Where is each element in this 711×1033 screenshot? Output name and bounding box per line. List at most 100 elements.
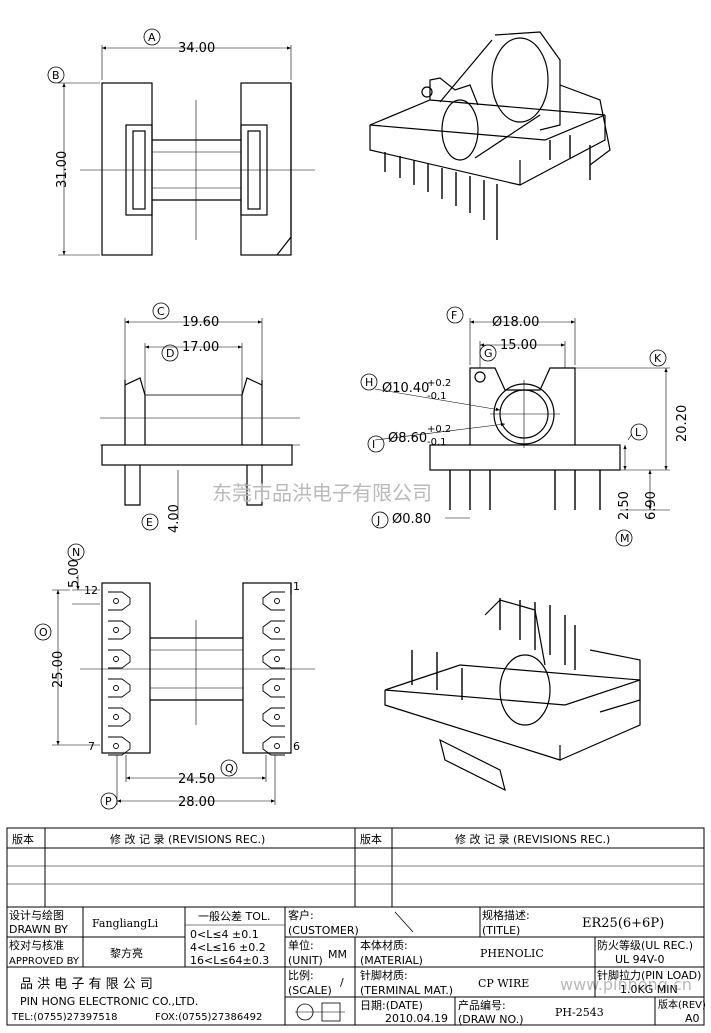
isometric-view-bottom [384, 598, 641, 792]
dim-i-label: I [372, 438, 375, 451]
dim-j-label: J [376, 514, 380, 527]
dim-h-tol-plus: +0.2 [427, 378, 451, 389]
pin-slot [108, 620, 131, 640]
pin-hole [113, 656, 119, 662]
pin-load-value: 1.0KG MIN [620, 983, 678, 996]
dim-j-value: Ø0.80 [392, 512, 431, 527]
pin-slot [262, 591, 285, 611]
pin-slot [262, 736, 285, 756]
dim-f-value: Ø18.00 [492, 315, 539, 330]
pin-slot [108, 707, 131, 727]
pin-label-7: 7 [88, 740, 95, 753]
drawno-label: 产品编号: [458, 998, 506, 1012]
pin-hole [113, 743, 119, 749]
company-name-cn: 品 洪 电 子 有 限 公 司 [20, 977, 153, 992]
pin-hole [274, 714, 280, 720]
dim-e-label: E [146, 516, 153, 529]
date-value: 2010.04.19 [385, 1012, 448, 1025]
dim-k-value: 20.20 [675, 405, 690, 442]
dim-o-label: O [39, 626, 48, 639]
dim-p-value: 28.00 [178, 795, 215, 810]
dim-h-tol-minus: -0.1 [427, 391, 447, 402]
dim-i-tol-minus: -0.1 [427, 437, 447, 448]
top-view [47, 28, 315, 256]
dim-k-label: K [654, 352, 662, 365]
scale-value: / [340, 976, 344, 989]
customer-label: 客户: [288, 908, 314, 922]
bottom-view [34, 543, 315, 810]
pin-hole [113, 685, 119, 691]
dim-p-label: P [105, 795, 112, 808]
dim-h-value: Ø10.40 [382, 381, 429, 396]
terminal-label: 针脚材质: [360, 968, 408, 982]
dim-a-label: A [148, 31, 156, 44]
tolerance-row-2: 4<L≤16 ±0.2 [190, 941, 266, 954]
approver-name: 黎方亮 [110, 946, 143, 960]
title-label-en: (TITLE) [482, 924, 520, 937]
pin-hole [113, 714, 119, 720]
company-tel: TEL:(0755)27397518 [11, 1012, 118, 1023]
isometric-view-top [369, 31, 611, 240]
dim-h-label: H [365, 376, 373, 389]
dim-c-value: 19.60 [182, 315, 219, 330]
pin-slot [108, 678, 131, 698]
pin-load-label: 针脚拉力(PIN LOAD) [597, 968, 701, 982]
side-view [360, 306, 670, 547]
pin-hole [274, 627, 280, 633]
dim-b-label: B [52, 69, 60, 82]
dim-m-value: 6.90 [644, 491, 659, 520]
pin-hole [274, 685, 280, 691]
pin-hole [274, 743, 280, 749]
rev-label: 版本(REV) [658, 998, 706, 1011]
company-fax: FOX:(0755)27386492 [155, 1012, 262, 1023]
dim-f-label: F [451, 309, 457, 322]
rev-col-version-right: 版本 [360, 832, 382, 846]
dim-m-label: M [620, 532, 630, 545]
watermark-text: 东莞市品洪电子有限公司 [212, 481, 432, 505]
dim-o-value: 25.00 [51, 651, 66, 688]
dim-q-value: 24.50 [178, 772, 215, 787]
dim-l-value: 2.50 [617, 491, 632, 520]
dim-g-label: G [484, 347, 493, 360]
unit-label: 单位: [288, 938, 314, 952]
unit-value: MM [328, 948, 347, 961]
pin-slot [262, 649, 285, 669]
pin-hole [113, 598, 119, 604]
dim-a-value: 34.00 [178, 41, 215, 56]
designed-label: 设计与绘图 [9, 908, 64, 922]
pin-slot [262, 620, 285, 640]
dim-b-value: 31.00 [55, 151, 70, 188]
dim-n-label: N [72, 546, 80, 559]
material-label-en: (MATERIAL) [360, 954, 423, 967]
drawno-label-en: (DRAW NO.) [458, 1013, 523, 1026]
title-label: 规格描述: [482, 908, 530, 922]
dim-n-value: 5.00 [67, 559, 82, 588]
dim-i-value: Ø8.60 [388, 431, 427, 446]
approved-label-en: APPROVED BY [9, 956, 80, 967]
pin-slot [108, 591, 131, 611]
flame-value: UL 94V-0 [615, 953, 665, 966]
terminal-label-en: (TERMINAL MAT.) [360, 984, 453, 997]
title-value: ER25(6+6P) [582, 916, 664, 931]
company-name-en: PIN HONG ELECTRONIC CO.,LTD. [20, 995, 198, 1008]
pin-slot [108, 649, 131, 669]
designed-label-en: DRAWN BY [9, 923, 68, 936]
tolerance-title: 一般公差 TOL. [198, 909, 271, 923]
rev-col-record-right: 修 改 记 录 (REVISIONS REC.) [455, 832, 610, 846]
pin-label-12: 12 [84, 584, 98, 597]
flame-label: 防火等级(UL REC.) [597, 938, 693, 952]
pin-hole [274, 598, 280, 604]
unit-label-en: (UNIT) [288, 954, 323, 967]
terminal-value: CP WIRE [478, 977, 529, 990]
designer-name: FangliangLi [92, 917, 159, 930]
pin-slot [108, 736, 131, 756]
dim-e-value: 4.00 [167, 504, 182, 533]
pin-label-6: 6 [293, 740, 300, 753]
tolerance-row-3: 16<L≤64±0.3 [190, 954, 269, 967]
material-value: PHENOLIC [480, 947, 544, 960]
title-block [6, 906, 705, 1026]
dim-q-label: Q [225, 762, 234, 775]
pin-hole [274, 656, 280, 662]
pin-slot [262, 707, 285, 727]
material-label: 本体材质: [360, 938, 408, 952]
